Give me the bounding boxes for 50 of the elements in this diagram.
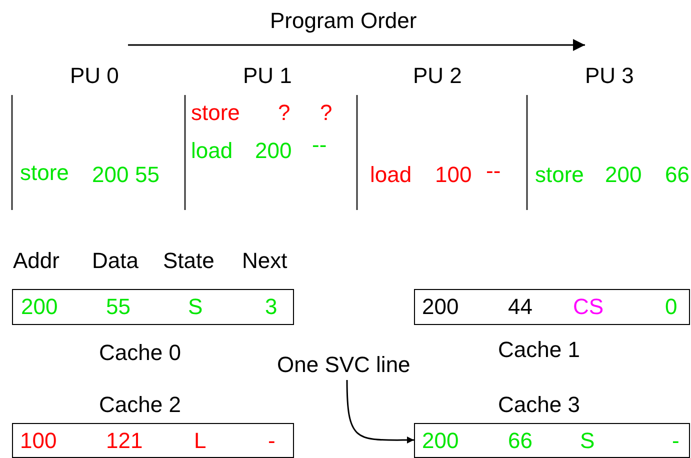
field-heading: Addr (13, 248, 60, 274)
cache-line-row (414, 289, 690, 325)
column-heading: PU 2 (413, 63, 462, 89)
cache-name: Cache 2 (99, 392, 181, 418)
data-value: 44 (508, 294, 532, 320)
data-value: 55 (106, 294, 130, 320)
operand: ? (278, 100, 290, 126)
field-heading: Data (92, 248, 138, 274)
cache-name: Cache 1 (498, 337, 580, 363)
address-value: 200 (422, 428, 459, 454)
column-heading: PU 3 (585, 63, 634, 89)
field-heading: Next (242, 248, 288, 274)
instruction: store (20, 160, 69, 186)
operand: 100 (435, 162, 472, 188)
arrow (346, 380, 414, 444)
address-value: 100 (20, 428, 57, 454)
heading: Program Order (270, 8, 417, 34)
address-value: 200 (422, 294, 459, 320)
column-heading: PU 0 (70, 63, 119, 89)
operand: -- (312, 132, 327, 158)
state-value: CS (573, 294, 604, 320)
state-value: S (580, 428, 595, 454)
cache-line-row (414, 423, 690, 458)
cache-name: Cache 0 (99, 340, 181, 366)
state-value: S (188, 294, 203, 320)
data-value: 66 (508, 428, 532, 454)
address-value: 200 (21, 294, 58, 320)
next-value: 3 (265, 294, 278, 320)
field-heading: State (163, 248, 214, 274)
instruction: load (191, 138, 233, 164)
next-value: - (672, 428, 680, 454)
cache-name: Cache 3 (498, 392, 580, 418)
operand: ? (320, 100, 332, 126)
next-value: - (268, 428, 276, 454)
operand: 66 (665, 162, 690, 188)
data-value: 121 (106, 428, 143, 454)
cache-line-row (12, 289, 294, 325)
cache-line-row (12, 423, 294, 458)
instruction: store (191, 100, 240, 126)
instruction: store (535, 162, 584, 188)
callout-text: One SVC line (277, 352, 410, 378)
operand: -- (486, 158, 501, 184)
column-heading: PU 1 (243, 63, 292, 89)
instruction: load (370, 162, 412, 188)
operand: 200 (92, 162, 129, 188)
state-value: L (194, 428, 206, 454)
operand: 200 (255, 138, 292, 164)
next-value: 0 (665, 294, 678, 320)
operand: 200 (605, 162, 642, 188)
operand: 55 (135, 162, 160, 188)
